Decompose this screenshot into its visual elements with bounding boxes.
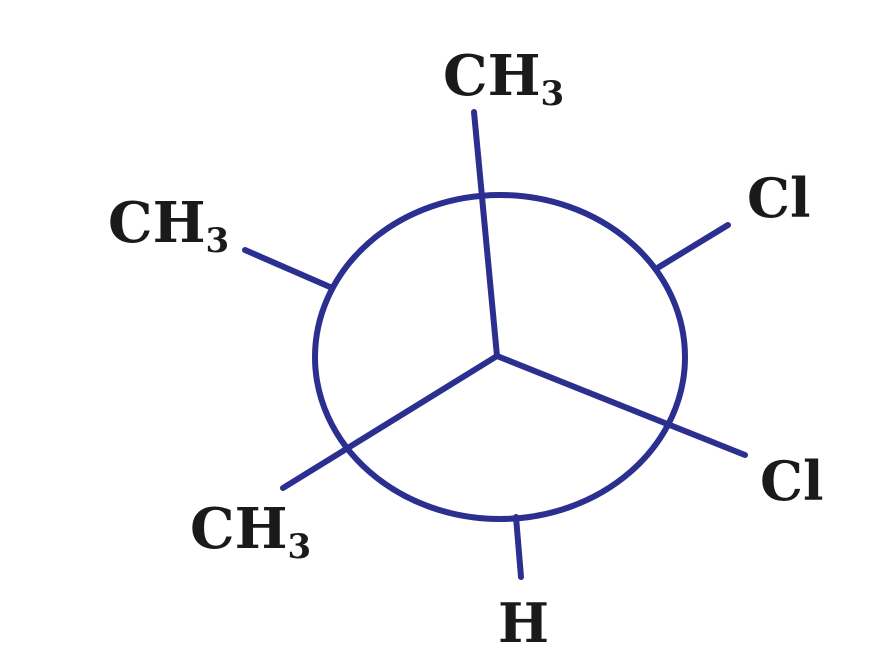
label-rear-upper-right: Cl	[747, 166, 811, 230]
label-rear-bottom: H	[498, 591, 549, 655]
front-bond-lower-right	[494, 353, 748, 458]
label-front-top: CH3	[443, 43, 564, 114]
rear-bond-bottom	[513, 514, 524, 580]
front-bond-lower-left	[280, 353, 500, 491]
label-front-lower-right: Cl	[760, 449, 824, 513]
rear-bond-upper-left	[242, 247, 333, 290]
rear-bond-upper-right	[656, 222, 731, 270]
front-bond-top	[471, 109, 500, 359]
label-front-lower-left: CH3	[190, 496, 311, 567]
rear-carbon-circle	[312, 192, 688, 522]
label-rear-upper-left: CH3	[108, 190, 229, 261]
